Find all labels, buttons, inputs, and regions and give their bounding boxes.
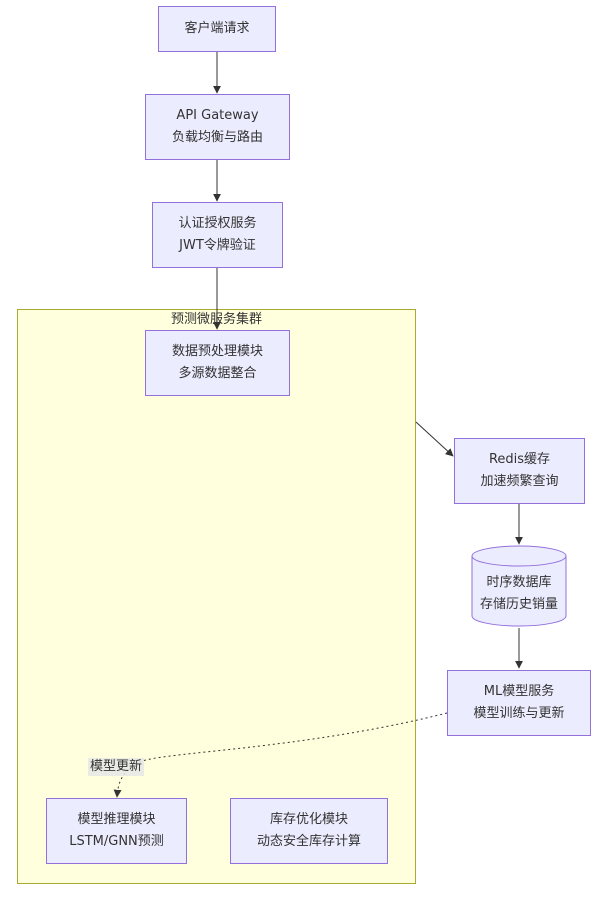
node-data-preprocess-line1: 数据预处理模块 [171, 344, 263, 359]
node-inventory-optimization-line1: 库存优化模块 [269, 812, 348, 827]
node-data-preprocess: 数据预处理模块 多源数据整合 [145, 330, 290, 396]
cluster-label: 预测微服务集群 [170, 312, 262, 327]
edge-cluster-redis [415, 421, 454, 457]
edge-ml-inference [113, 712, 448, 798]
node-api-gateway-line1: API Gateway [176, 108, 259, 123]
node-ml-model-service: ML模型服务 模型训练与更新 [447, 670, 591, 736]
node-timeseries-db-line2: 存储历史销量 [479, 597, 558, 612]
node-auth-service-line2: JWT令牌验证 [179, 238, 256, 253]
node-redis-cache: Redis缓存 加速频繁查询 [454, 438, 585, 504]
cluster-prediction-microservices [17, 309, 416, 884]
node-api-gateway: API Gateway 负载均衡与路由 [145, 94, 290, 160]
node-auth-service: 认证授权服务 JWT令牌验证 [152, 202, 283, 268]
node-api-gateway-line2: 负载均衡与路由 [171, 130, 263, 145]
node-inventory-optimization: 库存优化模块 动态安全库存计算 [230, 798, 388, 864]
node-model-inference-line1: 模型推理模块 [77, 812, 156, 827]
node-redis-cache-line2: 加速频繁查询 [480, 474, 559, 489]
node-timeseries-db-line1: 时序数据库 [486, 575, 552, 590]
node-redis-cache-line1: Redis缓存 [488, 452, 551, 467]
node-data-preprocess-line2: 多源数据整合 [178, 366, 257, 381]
node-auth-service-line1: 认证授权服务 [178, 216, 257, 231]
node-client-request-line1: 客户端请求 [184, 21, 250, 36]
edge-label-model-update: 模型更新 [88, 758, 145, 776]
node-model-inference-line2: LSTM/GNN预测 [69, 834, 164, 849]
node-ml-model-service-line2: 模型训练与更新 [473, 706, 565, 721]
node-inventory-optimization-line2: 动态安全库存计算 [256, 834, 361, 849]
node-timeseries-db: 时序数据库 存储历史销量 [472, 568, 566, 620]
tsdb-cylinder [471, 545, 567, 627]
node-client-request: 客户端请求 [158, 6, 276, 52]
node-ml-model-service-line1: ML模型服务 [483, 684, 555, 699]
node-model-inference: 模型推理模块 LSTM/GNN预测 [46, 798, 187, 864]
